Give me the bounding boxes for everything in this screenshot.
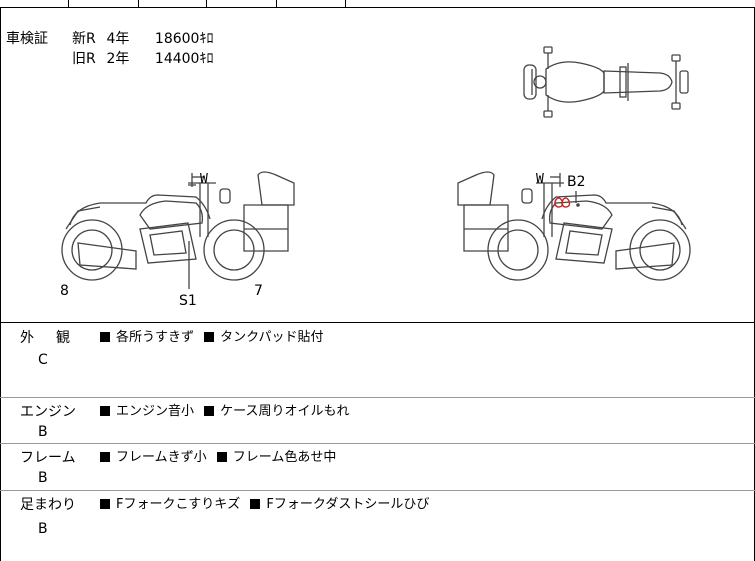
condition-grade: C — [38, 352, 48, 368]
condition-category: エンジン — [20, 404, 76, 420]
bullet-square-icon — [100, 332, 110, 342]
bullet-square-icon — [100, 406, 110, 416]
mark-w-left: W — [200, 172, 208, 187]
top-table-edge — [0, 0, 755, 8]
bullet-square-icon — [216, 452, 227, 462]
condition-grade: B — [38, 424, 48, 440]
bullet-square-icon — [100, 499, 110, 509]
motorcycle-right-side — [457, 171, 691, 281]
damage-scribble-mark — [554, 197, 571, 208]
motorcycle-top-view — [523, 46, 689, 118]
condition-items: フレームきず小 フレーム色あせ中 — [100, 448, 336, 468]
condition-items: エンジン音小 ケース周りオイルもれ — [100, 402, 350, 422]
bullet-square-icon — [100, 452, 110, 462]
bullet-square-icon — [204, 332, 215, 342]
certificate-row-old: 旧R 2年 14400ｷﾛ — [72, 51, 214, 67]
mark-7: 7 — [254, 283, 263, 299]
certificate-row-new: 新R 4年 18600ｷﾛ — [72, 31, 214, 47]
condition-category: フレーム — [20, 450, 76, 466]
mark-s1: S1 — [179, 293, 197, 309]
condition-items: Fフォークこすりキズ Fフォークダストシールひび — [100, 495, 429, 515]
motorcycle-diagrams: W W B2 S1 8 7 — [60, 46, 691, 309]
motorcycle-left-side — [61, 171, 295, 281]
condition-row-suspension: 足まわり B Fフォークこすりキズ Fフォークダストシールひび — [0, 491, 755, 561]
mark-b2: B2 — [567, 174, 586, 190]
condition-category: 外観 — [20, 330, 92, 346]
condition-row-frame: フレーム B フレームきず小 フレーム色あせ中 — [0, 444, 755, 491]
mark-8: 8 — [60, 283, 69, 299]
bullet-square-icon — [250, 499, 261, 509]
damage-diagram-section: 車検証 新R 4年 18600ｷﾛ 旧R 2年 14400ｷﾛ — [0, 7, 755, 323]
condition-grade: B — [38, 470, 48, 486]
condition-category: 足まわり — [20, 497, 76, 513]
condition-grade: B — [38, 521, 48, 537]
condition-row-exterior: 外観 C 各所うすきず タンクパッド貼付 — [0, 324, 755, 398]
condition-row-engine: エンジン B エンジン音小 ケース周りオイルもれ — [0, 398, 755, 444]
condition-items: 各所うすきず タンクパッド貼付 — [100, 328, 324, 348]
mark-w-right: W — [536, 172, 544, 187]
bullet-square-icon — [204, 406, 215, 416]
certificate-label: 車検証 — [6, 31, 48, 47]
